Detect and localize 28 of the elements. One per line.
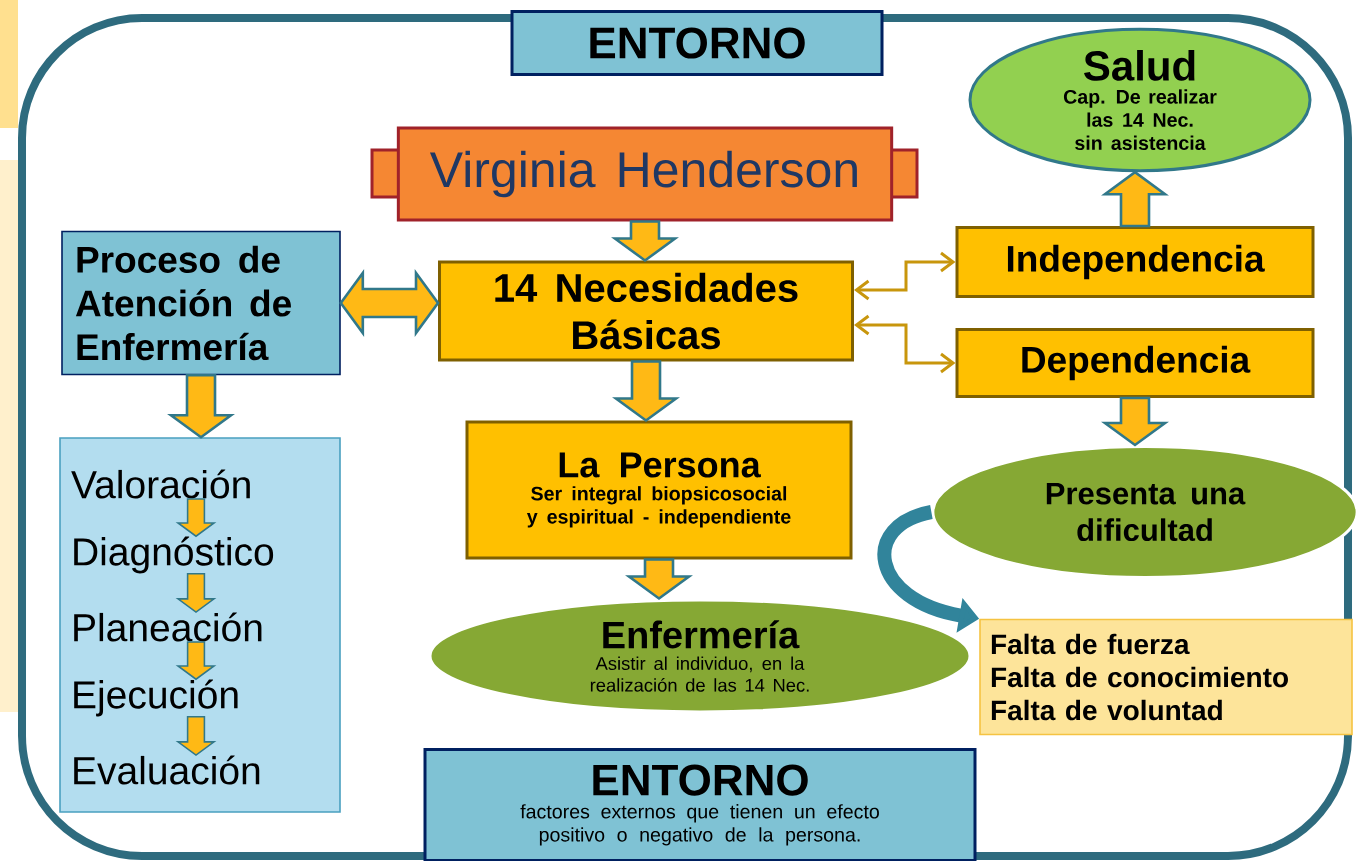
step-text: Evaluación: [74, 755, 260, 785]
step-text: Valoración: [71, 469, 250, 499]
block-arrow: [167, 374, 235, 439]
connector-arrow: [854, 251, 956, 301]
block-arrow: [339, 269, 440, 337]
step-text: Diagnóstico: [74, 536, 274, 574]
step-text: Ejecución: [74, 679, 238, 717]
process-box: 14 Necesidades Básicas: [438, 260, 854, 362]
process-box: Proceso de Atención de Enfermería: [61, 230, 341, 376]
block-arrow: [175, 573, 217, 613]
heading-box: ENTORNO factores externos que tienen un efecto positivo o negativo de la persona.: [423, 748, 977, 861]
block-arrow: [175, 498, 217, 538]
banner-box: Virginia Henderson: [370, 126, 919, 222]
heading-box: ENTORNO: [510, 10, 884, 76]
block-arrow: [625, 558, 693, 601]
steps-panel: [59, 437, 341, 813]
block-arrow: [611, 220, 679, 263]
process-box: La Persona Ser integral biopsicosocial y espiritual - independiente: [465, 420, 853, 560]
block-arrow: [1101, 170, 1169, 228]
process-box: Dependencia: [955, 328, 1315, 398]
step-text: Planeación: [74, 612, 262, 642]
block-arrow: [1101, 396, 1169, 447]
block-arrow: [175, 641, 217, 681]
block-arrow: [175, 716, 217, 756]
block-arrow: [612, 360, 680, 423]
note-box: Falta de fuerza Falta de conocimiento Falta de voluntad: [979, 618, 1353, 736]
connector-arrow: [854, 314, 956, 374]
process-box: Independencia: [955, 226, 1315, 298]
